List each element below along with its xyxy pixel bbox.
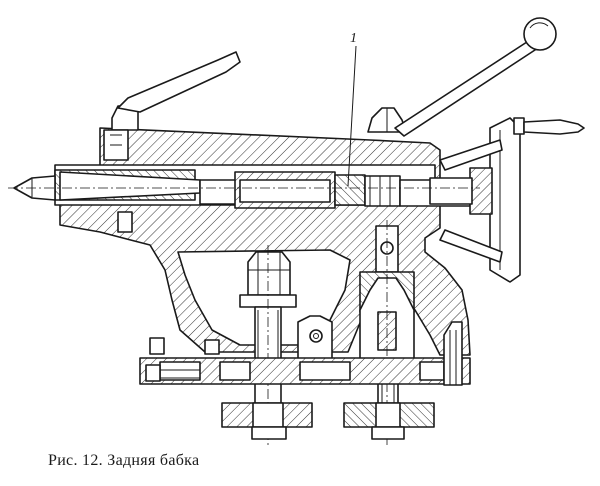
callout-1: 1 xyxy=(347,31,357,187)
clamp-plate-left xyxy=(221,402,313,428)
bottom-nuts xyxy=(251,426,405,440)
main-lever xyxy=(394,17,557,137)
base-plate xyxy=(139,321,471,386)
callout-1-label: 1 xyxy=(350,31,357,46)
handwheel xyxy=(429,117,585,283)
figure-caption: Рис. 12. Задняя бабка xyxy=(48,452,200,469)
clamp-plate-right xyxy=(343,402,435,428)
quill-clamp-lever xyxy=(103,51,241,161)
tailstock-drawing: 1 xyxy=(8,17,585,445)
locating-pins xyxy=(117,211,220,355)
